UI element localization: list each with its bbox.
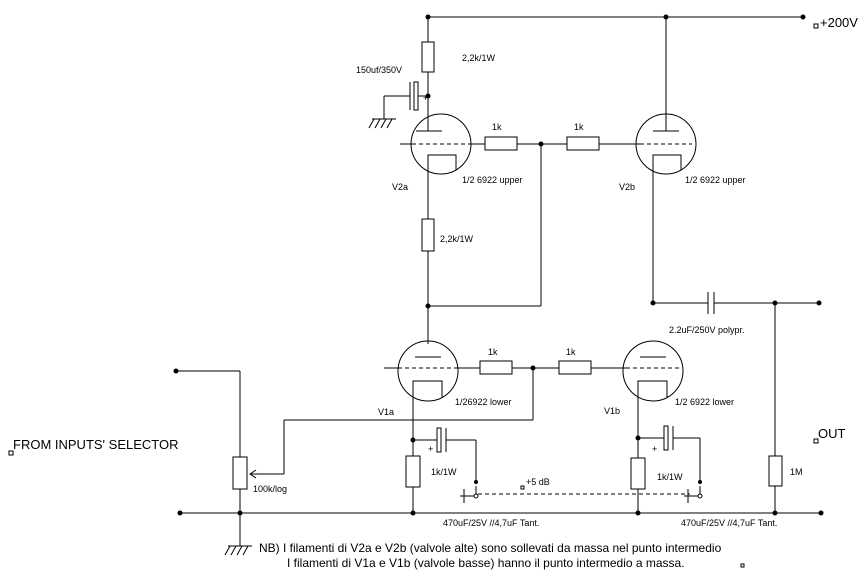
plate-resistor-label: 2,2k/1W <box>462 53 496 63</box>
r-load-label: 1M <box>790 467 803 477</box>
note-line-1: NB) I filamenti di V2a e V2b (valvole al… <box>259 541 722 555</box>
output-terminal <box>813 438 819 444</box>
tube-v1a <box>384 340 459 402</box>
tube-v1b <box>622 340 684 402</box>
input-label: FROM INPUTS' SELECTOR <box>13 437 178 452</box>
tube-v2a-name: V2a <box>392 182 408 192</box>
note-line-2: I filamenti di V1a e V1b (valvole basse)… <box>287 556 685 570</box>
tube-v1b-name: V1b <box>604 406 620 416</box>
mid-resistor-label: 2,2k/1W <box>440 234 474 244</box>
svg-text:+: + <box>423 93 428 103</box>
r-grid-v1b-label: 1k <box>566 347 576 357</box>
tube-v1b-type: 1/2 6922 lower <box>675 397 734 407</box>
tube-v2a <box>400 113 472 175</box>
input-pot <box>173 368 252 556</box>
r-grid-v1a-label: 1k <box>488 347 498 357</box>
c-out-label: 2.2uF/250V polypr. <box>669 325 745 335</box>
gain-switch-label: +5 dB <box>526 477 550 487</box>
output-network <box>650 292 822 516</box>
input-terminal <box>8 450 14 456</box>
grid-resistors-lower <box>249 360 626 479</box>
supply-capacitor: + <box>368 81 428 129</box>
tube-v2b-type: 1/2 6922 upper <box>685 175 746 185</box>
grid-resistors-upper <box>468 136 640 306</box>
r-grid-v2a-label: 1k <box>492 122 502 132</box>
r-cath-b-label: 1k/1W <box>657 472 683 482</box>
supply-rail <box>425 14 819 29</box>
r-cath-a-label: 1k/1W <box>431 467 457 477</box>
gain-switch-marker <box>520 485 525 490</box>
tube-v2b <box>635 17 697 303</box>
plate-resistor <box>421 17 435 123</box>
cathode-network-a: + <box>405 397 479 516</box>
pot-label: 100k/log <box>253 484 287 494</box>
c-cath-b-label: 470uF/25V //4,7uF Tant. <box>681 518 777 528</box>
ground-rail <box>177 510 824 516</box>
svg-text:+: + <box>428 444 433 454</box>
c-cath-a-label: 470uF/25V //4,7uF Tant. <box>443 518 539 528</box>
tube-v2b-name: V2b <box>619 182 635 192</box>
supply-label: +200V <box>820 15 858 30</box>
r-grid-v2b-label: 1k <box>574 122 584 132</box>
note-end-marker <box>740 563 745 568</box>
supply-capacitor-label: 150uf/350V <box>356 65 402 75</box>
svg-text:+: + <box>652 444 657 454</box>
cathode-network-b: + <box>630 397 703 516</box>
mid-resistor <box>421 170 541 344</box>
output-label: OUT <box>818 426 846 441</box>
tube-v2a-type: 1/2 6922 upper <box>462 175 523 185</box>
tube-v1a-type: 1/26922 lower <box>455 397 512 407</box>
tube-v1a-name: V1a <box>378 407 394 417</box>
